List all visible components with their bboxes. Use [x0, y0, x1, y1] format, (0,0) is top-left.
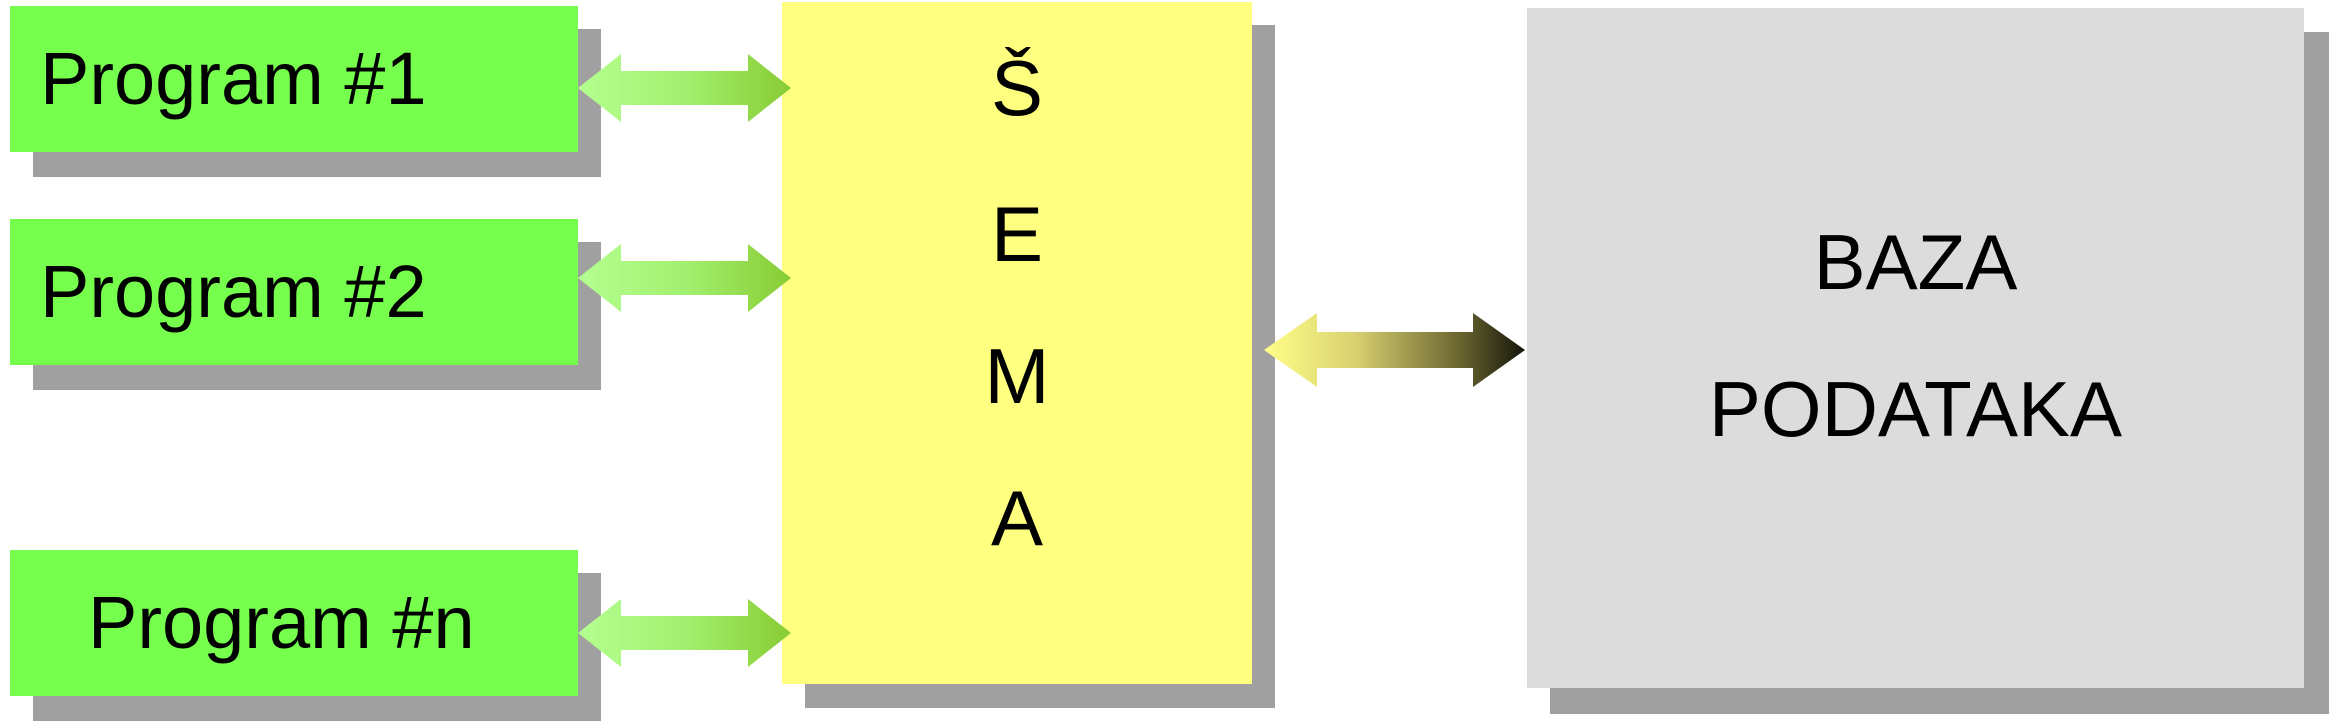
schema-letter-4: A [990, 474, 1044, 562]
program-2-label: Program #2 [40, 250, 427, 333]
program-n-label: Program #n [88, 581, 475, 664]
schema-letter-1: Š [990, 44, 1044, 132]
arrow-program-1-schema [578, 54, 791, 122]
database-title-line-2: PODATAKA [1708, 365, 2123, 453]
database-title-line-1: BAZA [1813, 218, 2018, 306]
arrow-program-2-schema [578, 244, 791, 312]
schema-box: Š E M A [782, 2, 1252, 684]
program-1-label: Program #1 [40, 37, 427, 120]
database-box: BAZA PODATAKA [1527, 8, 2304, 688]
program-1-box: Program #1 [10, 6, 578, 152]
program-n-box: Program #n [10, 550, 578, 696]
program-2-box: Program #2 [10, 219, 578, 365]
arrow-schema-database [1264, 313, 1525, 387]
arrow-program-n-schema [578, 599, 791, 667]
schema-letter-2: E [990, 190, 1044, 278]
schema-letter-3: M [984, 332, 1050, 420]
